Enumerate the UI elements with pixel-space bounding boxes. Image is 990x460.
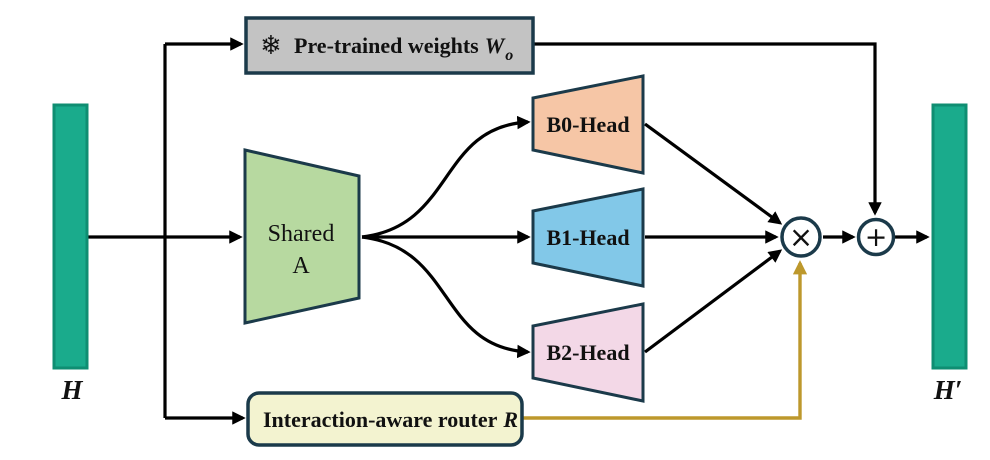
pretrained-var: W (485, 33, 506, 58)
arrow-shared-to-b0 (361, 115, 531, 239)
b1-head-label: B1-Head (546, 225, 629, 250)
multiply-node (780, 216, 822, 258)
pretrained-label-text: Pre-trained weights (294, 33, 479, 58)
pretrained-var-subscript: o (505, 47, 513, 64)
shared-a-label-line1: Shared (268, 221, 335, 247)
arrow-shared-to-b2 (361, 235, 531, 359)
shared-a-label-line2: A (292, 253, 310, 279)
input-bar-label: H (60, 375, 83, 405)
snowflake-icon: ❄ (260, 31, 282, 61)
add-node (856, 217, 896, 257)
multiply-symbol: × (789, 220, 813, 254)
connector-arrows (87, 37, 930, 425)
output-activation-bar (931, 103, 968, 370)
arrow-b2-to-multiply (644, 249, 783, 354)
b2-head-trapezoid (531, 302, 645, 403)
add-symbol: + (865, 222, 888, 253)
arrow-b0-to-multiply (644, 122, 783, 225)
b2-head-label: B2-Head (546, 340, 629, 365)
b0-head-label: B0-Head (546, 112, 629, 137)
shared-a-trapezoid (243, 148, 361, 325)
router-label-text: Interaction-aware router (263, 407, 498, 432)
gold-router-to-multiply-arrow (522, 260, 808, 420)
router-var: R (502, 407, 518, 432)
interaction-router-box (246, 391, 524, 447)
b0-head-trapezoid (531, 74, 645, 175)
b1-head-trapezoid (531, 187, 645, 288)
arrow-pretrained-to-add (533, 42, 882, 216)
output-bar-label: H′ (933, 375, 963, 405)
pretrained-weights-box (244, 16, 535, 75)
input-activation-bar (52, 103, 89, 370)
